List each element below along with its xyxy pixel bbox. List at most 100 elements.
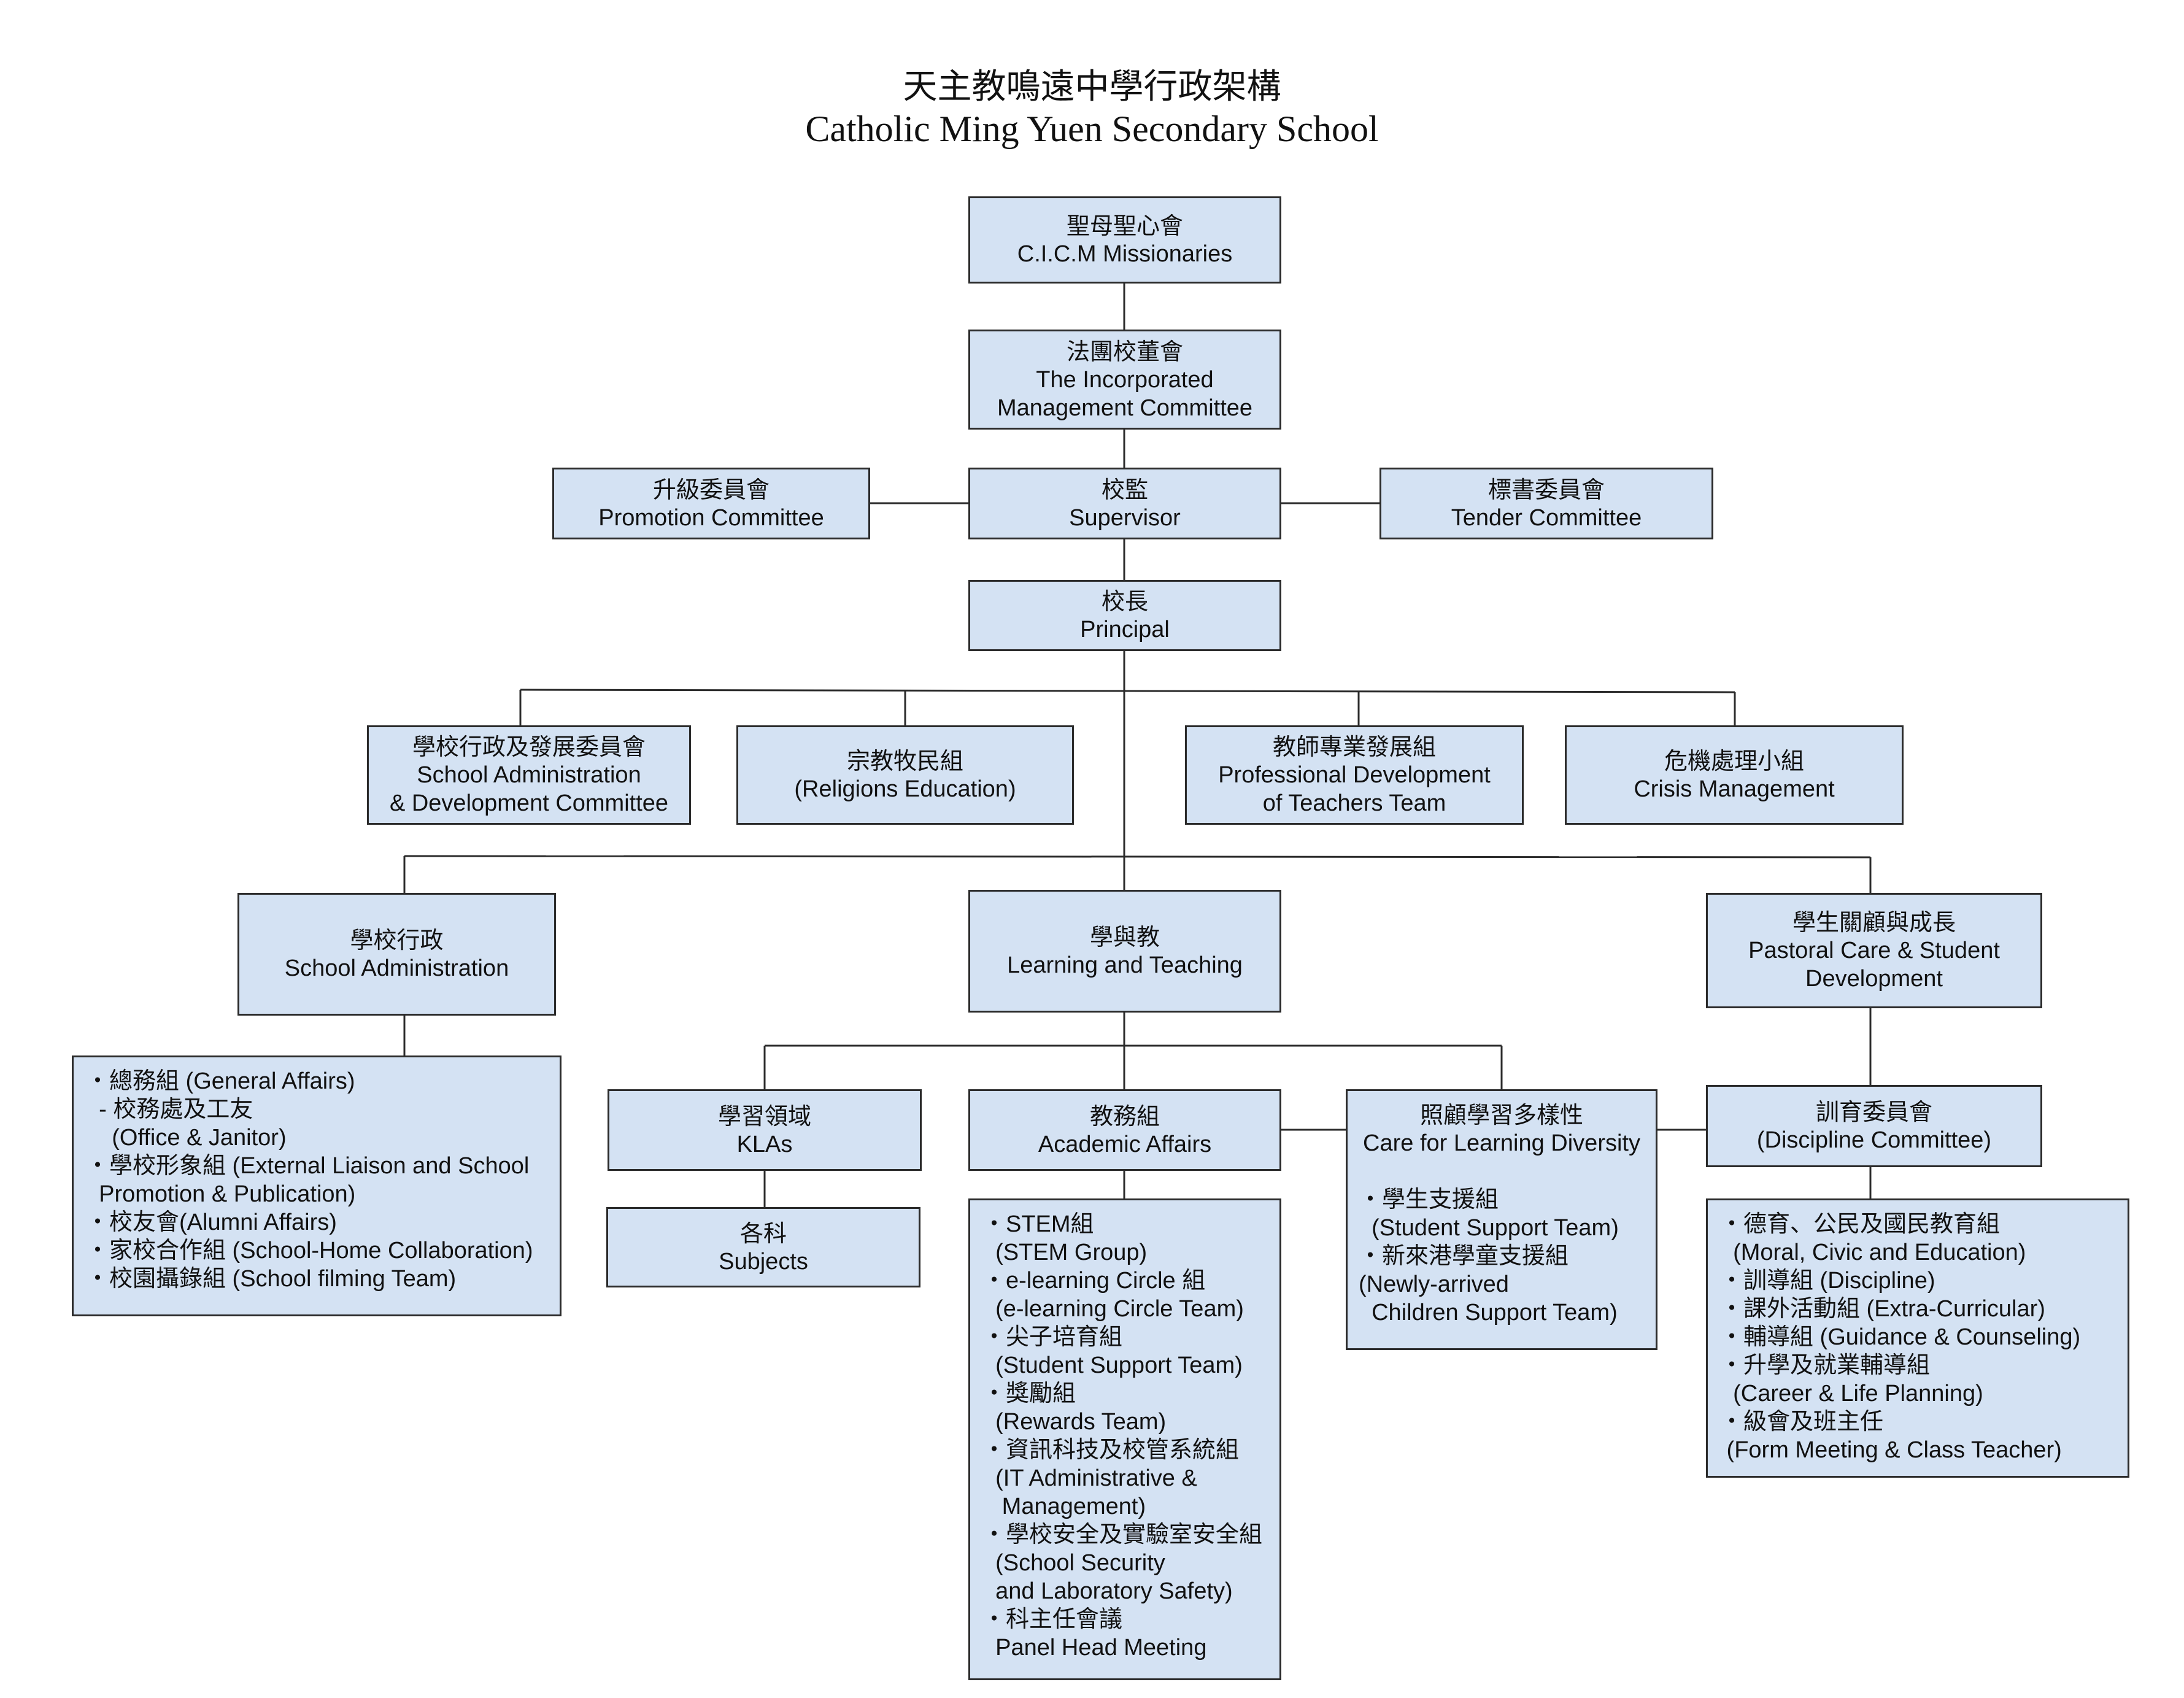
list-item: ・科主任會議 — [982, 1607, 1123, 1632]
node-label-en: KLAs — [736, 1131, 793, 1157]
node-promotion-committee: 升級委員會 Promotion Committee — [552, 468, 870, 539]
node-label-zh: 危機處理小組 — [1664, 747, 1804, 774]
node-label-zh: 學習領域 — [717, 1102, 811, 1130]
node-tender-committee: 標書委員會 Tender Committee — [1379, 468, 1713, 539]
list-item: ・學生支援組 — [1359, 1187, 1499, 1213]
node-label-en: Academic Affairs — [1038, 1131, 1212, 1157]
list-item: and Laboratory Safety) — [982, 1578, 1233, 1604]
list-item: Promotion & Publication) — [86, 1181, 356, 1207]
node-incorporated-management-committee: 法團校董會 The Incorporated Management Commit… — [968, 330, 1281, 430]
list-item: ・家校合作組 (School-Home Collaboration) — [86, 1238, 533, 1264]
node-label-en: Crisis Management — [1634, 776, 1835, 802]
node-care-for-learning-diversity: 照顧學習多樣性 Care for Learning Diversity ・學生支… — [1346, 1089, 1657, 1350]
node-principal: 校長 Principal — [968, 580, 1281, 651]
list-item: ・課外活動組 (Extra-Curricular) — [1720, 1296, 2045, 1322]
node-cicm-missionaries: 聖母聖心會 C.I.C.M Missionaries — [968, 196, 1281, 284]
node-discipline-committee: 訓育委員會 (Discipline Committee) — [1706, 1085, 2042, 1167]
list-item: (STEM Group) — [982, 1240, 1148, 1265]
node-label-zh: 學與教 — [1089, 924, 1160, 951]
node-label-en: Professional Development — [1218, 762, 1491, 788]
node-subjects: 各科 Subjects — [606, 1207, 920, 1287]
node-label-zh: 學校行政 — [350, 927, 444, 954]
chart-title-english: Catholic Ming Yuen Secondary School — [805, 109, 1379, 149]
node-school-administration: 學校行政 School Administration — [237, 893, 556, 1016]
node-label-en: Subjects — [719, 1248, 808, 1275]
list-item: ・學校形象組 (External Liaison and School — [86, 1153, 530, 1179]
node-label-en: Management Committee — [997, 395, 1253, 421]
list-item: (Rewards Team) — [982, 1409, 1167, 1435]
pastoral-care-units-list: ・德育、公民及國民教育組 (Moral, Civic and Education… — [1706, 1198, 2129, 1478]
node-label-zh: 校監 — [1101, 476, 1148, 503]
list-item: ・尖子培育組 — [982, 1324, 1123, 1350]
list-item: ・學校安全及實驗室安全組 — [982, 1522, 1263, 1548]
node-label-en: of Teachers Team — [1262, 790, 1446, 816]
node-academic-affairs: 教務組 Academic Affairs — [968, 1089, 1281, 1171]
list-item: ・校園攝錄組 (School filming Team) — [86, 1266, 457, 1292]
node-label-zh: 法團校董會 — [1066, 338, 1183, 365]
list-item: (Form Meeting & Class Teacher) — [1720, 1437, 2062, 1463]
node-label-en: (Religions Education) — [794, 776, 1016, 802]
node-professional-development-team: 教師專業發展組 Professional Development of Teac… — [1185, 725, 1524, 825]
node-pastoral-care-student-development: 學生關顧與成長 Pastoral Care & Student Developm… — [1706, 893, 2042, 1008]
list-item: ・輔導組 (Guidance & Counseling) — [1720, 1324, 2081, 1350]
school-administration-units-list: ・總務組 (General Affairs) - 校務處及工友 (Office … — [72, 1055, 561, 1316]
list-item: (Moral, Civic and Education) — [1720, 1240, 2026, 1265]
node-label-zh: 校長 — [1101, 588, 1148, 615]
node-label-en: (Discipline Committee) — [1756, 1127, 1992, 1153]
node-label-en: Pastoral Care & Student — [1748, 938, 2000, 963]
node-label-zh: 教師專業發展組 — [1272, 733, 1436, 760]
node-label-zh: 訓育委員會 — [1815, 1098, 1932, 1125]
node-label-zh: 聖母聖心會 — [1066, 212, 1183, 239]
node-label-zh: 升級委員會 — [652, 476, 770, 503]
list-item: ・資訊科技及校管系統組 — [982, 1437, 1240, 1463]
list-item: (Student Support Team) — [982, 1353, 1243, 1378]
list-item: ・總務組 (General Affairs) — [86, 1068, 355, 1094]
node-crisis-management: 危機處理小組 Crisis Management — [1565, 725, 1904, 825]
list-item: Panel Head Meeting — [982, 1635, 1207, 1661]
list-item: Children Support Team) — [1359, 1300, 1618, 1326]
node-label-zh: 教務組 — [1089, 1102, 1160, 1130]
node-label-en: The Incorporated — [1036, 366, 1214, 393]
node-label-zh: 宗教牧民組 — [846, 747, 963, 774]
node-label-en: Tender Committee — [1451, 504, 1642, 531]
node-label-en: Development — [1805, 966, 1943, 992]
node-religions-education: 宗教牧民組 (Religions Education) — [736, 725, 1074, 825]
list-item: ・升學及就業輔導組 — [1720, 1353, 1931, 1378]
list-item: (Newly-arrived — [1359, 1272, 1509, 1297]
list-item: (Student Support Team) — [1359, 1215, 1619, 1241]
list-item: Management) — [982, 1494, 1146, 1519]
list-item: ・級會及班主任 — [1720, 1409, 1884, 1435]
list-item: ・獎勵組 — [982, 1381, 1076, 1407]
list-item: ・e-learning Circle 組 — [982, 1268, 1206, 1294]
list-item: (Office & Janitor) — [86, 1125, 287, 1151]
node-label-zh: 照顧學習多樣性 — [1419, 1102, 1583, 1129]
academic-affairs-units-list: ・STEM組 (STEM Group) ・e-learning Circle 組… — [968, 1198, 1281, 1680]
node-label-en: Care for Learning Diversity — [1363, 1130, 1640, 1156]
node-label-en: Principal — [1080, 617, 1170, 643]
list-item: - 校務處及工友 — [86, 1097, 253, 1122]
node-learning-and-teaching: 學與教 Learning and Teaching — [968, 890, 1281, 1013]
list-item: (School Security — [982, 1550, 1165, 1576]
node-supervisor: 校監 Supervisor — [968, 468, 1281, 539]
node-label-zh: 學生關顧與成長 — [1792, 909, 1956, 936]
list-item: (IT Administrative & — [982, 1465, 1197, 1491]
list-item: (Career & Life Planning) — [1720, 1381, 1983, 1407]
node-label-en: C.I.C.M Missionaries — [1017, 241, 1233, 267]
list-item: ・訓導組 (Discipline) — [1720, 1268, 1935, 1294]
chart-title-chinese: 天主教鳴遠中學行政架構 — [903, 67, 1281, 107]
node-label-en: & Development Committee — [389, 790, 669, 816]
node-klas: 學習領域 KLAs — [608, 1089, 922, 1171]
node-label-en: Learning and Teaching — [1007, 952, 1243, 978]
list-item: (e-learning Circle Team) — [982, 1296, 1244, 1322]
node-label-en: Promotion Committee — [598, 504, 824, 531]
list-item: ・德育、公民及國民教育組 — [1720, 1211, 2001, 1237]
node-label-en: School Administration — [284, 955, 509, 981]
node-label-zh: 各科 — [739, 1219, 787, 1247]
node-label-en: School Administration — [417, 762, 641, 788]
list-item: ・新來港學童支援組 — [1359, 1243, 1569, 1269]
node-label-zh: 學校行政及發展委員會 — [412, 733, 646, 760]
node-label-zh: 標書委員會 — [1488, 476, 1605, 503]
node-school-administration-development-committee: 學校行政及發展委員會 School Administration & Devel… — [367, 725, 691, 825]
list-item: ・校友會(Alumni Affairs) — [86, 1210, 337, 1235]
